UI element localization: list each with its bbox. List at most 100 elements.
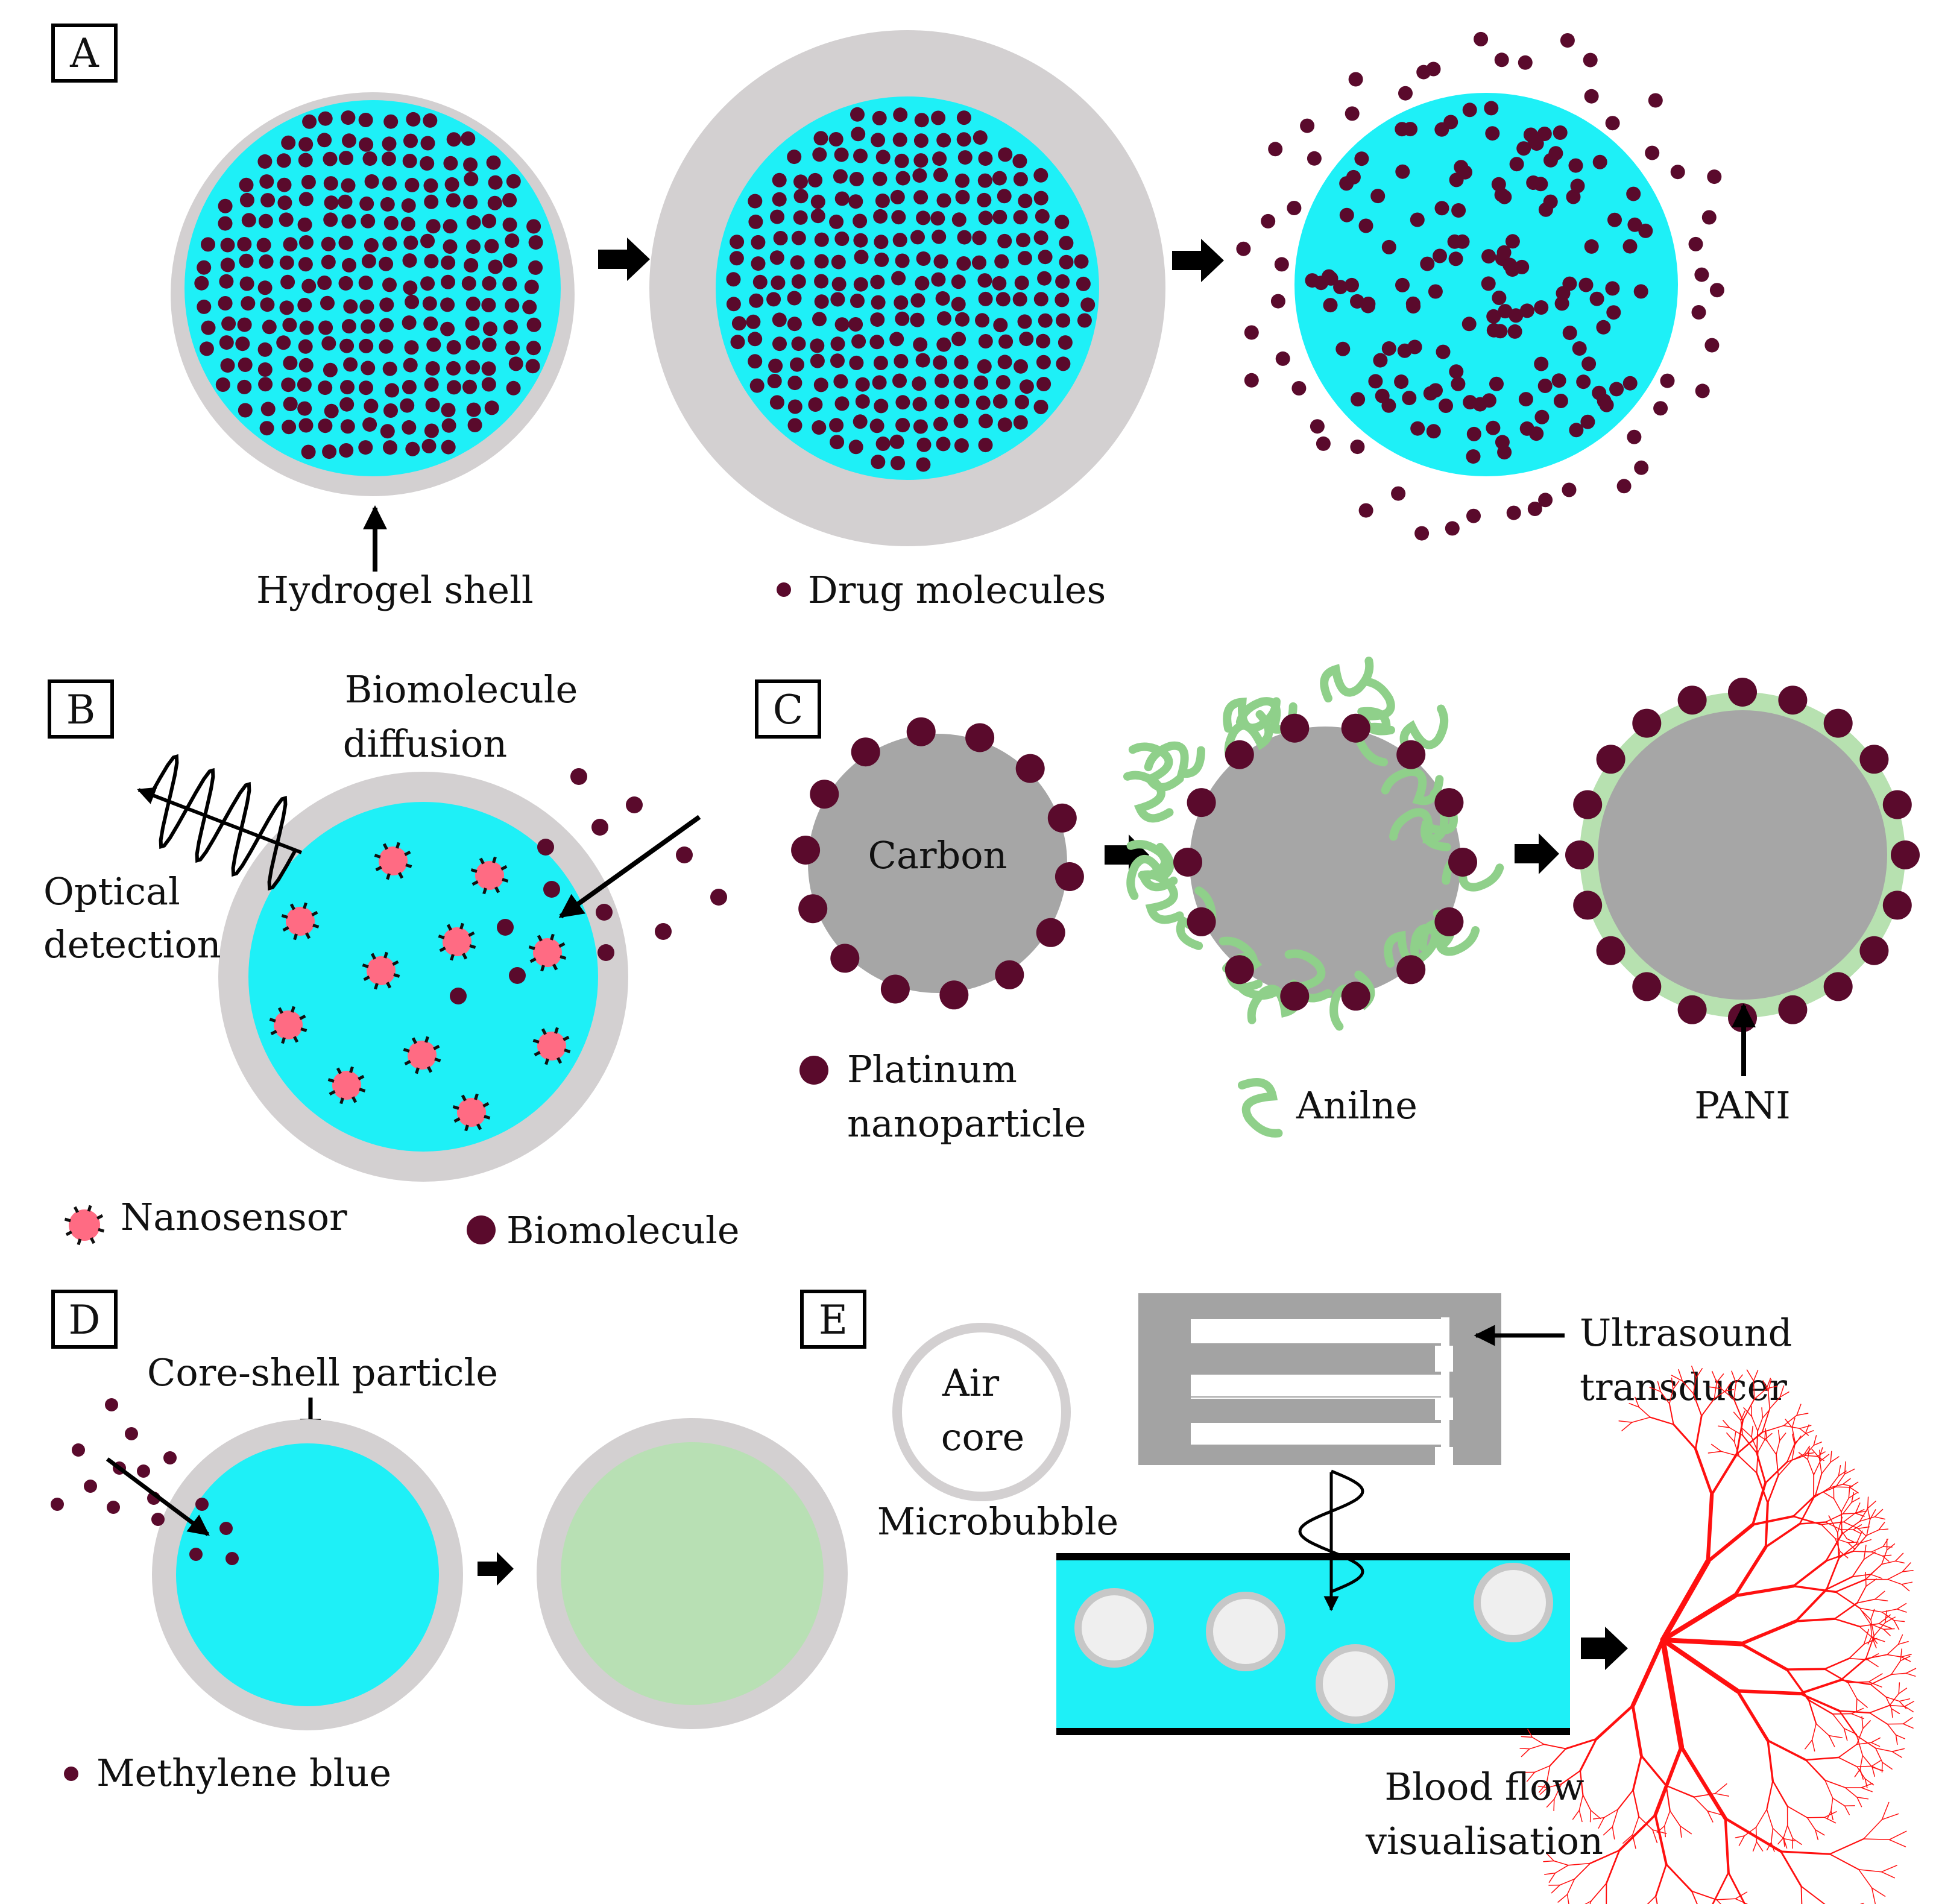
biomolecule	[497, 919, 514, 936]
drug-molecule	[1012, 154, 1027, 169]
drug-molecule	[1556, 286, 1571, 301]
vessel-branch	[1796, 1404, 1802, 1416]
drug-molecule	[726, 297, 741, 312]
vessel-branch	[1865, 1578, 1877, 1587]
drug-molecule	[1395, 164, 1410, 179]
vessel-branch	[1837, 1516, 1843, 1533]
vessel-branch	[1621, 1422, 1633, 1431]
vessel-branch	[1807, 1459, 1814, 1476]
released-drug-molecule	[1445, 521, 1460, 536]
drug-molecule	[237, 379, 252, 394]
aniline-monomer	[1381, 767, 1444, 805]
sensor-receptor	[386, 873, 391, 880]
sensor-receptor	[564, 1048, 571, 1053]
sensor-receptor	[479, 857, 485, 865]
sensor-receptor	[374, 854, 381, 859]
vessel-branch	[1805, 1756, 1840, 1761]
vessel-branch	[1757, 1439, 1765, 1452]
drug-molecule	[423, 316, 438, 331]
released-drug-molecule	[1560, 33, 1575, 48]
vessel-branch	[1735, 1891, 1748, 1900]
vessel-branch	[1893, 1619, 1900, 1630]
drug-molecule	[443, 239, 458, 254]
vessel-branch	[1709, 1386, 1722, 1390]
vessel-branch	[1884, 1616, 1896, 1624]
vessel-branch	[1805, 1424, 1809, 1434]
vessel-branch	[1679, 1745, 1727, 1821]
platinum-nanoparticle	[798, 894, 828, 924]
vessel-branch	[1724, 1382, 1732, 1392]
drug-molecule	[359, 196, 374, 211]
vessel-branch	[1856, 1735, 1876, 1749]
vessel-branch	[1851, 1497, 1861, 1503]
vessel-branch	[1632, 1789, 1640, 1817]
vessel-branch	[1716, 1899, 1721, 1904]
vessel-branch	[1815, 1486, 1837, 1496]
vessel-branch	[1887, 1578, 1902, 1585]
sensor-receptor	[362, 963, 369, 968]
drug-molecule	[730, 235, 745, 250]
drug-molecule	[1335, 341, 1351, 356]
vessel-branch	[1543, 1744, 1566, 1750]
vessel-branch	[1871, 1760, 1882, 1767]
drug-molecule	[277, 195, 292, 210]
sensor-receptor	[471, 880, 479, 886]
biomolecule	[450, 988, 467, 1004]
vessel-branch	[1767, 1391, 1770, 1410]
drug-molecule	[280, 274, 295, 289]
vessel-branch	[1869, 1509, 1876, 1520]
vessel-branch	[1612, 1809, 1619, 1827]
drug-molecule	[1496, 245, 1512, 260]
platinum-nanoparticle	[1036, 918, 1065, 947]
platinum-nanoparticle	[1280, 713, 1310, 743]
drug-molecule	[1507, 324, 1522, 339]
vessel-branch	[1649, 1387, 1661, 1392]
blood-flow-label-line1: Blood flow	[1384, 1765, 1584, 1809]
drug-molecule	[875, 150, 891, 165]
drug-molecule	[402, 154, 417, 168]
released-drug-molecule	[1291, 381, 1307, 396]
vessel-branch	[1632, 1834, 1636, 1849]
vessel-branch	[1668, 1403, 1674, 1425]
vessel-branch	[1871, 1887, 1876, 1904]
drug-molecule	[1572, 341, 1587, 356]
drug-molecule	[1534, 356, 1549, 371]
vessel-branch	[1590, 1809, 1601, 1820]
vessel-branch	[1862, 1720, 1871, 1729]
vessel-branch	[1825, 1550, 1854, 1562]
vessel-branch	[1891, 1751, 1902, 1758]
drug-molecule	[237, 317, 252, 332]
drug-molecule	[951, 274, 966, 289]
vessel-branch	[1862, 1610, 1871, 1621]
vessel-branch	[1825, 1533, 1843, 1562]
drug-molecule	[1375, 388, 1390, 403]
drug-molecule	[239, 276, 254, 291]
drug-molecule	[259, 174, 274, 189]
drug-molecule	[506, 174, 521, 189]
drug-molecule	[1033, 292, 1048, 307]
sensor-receptor	[434, 1058, 441, 1062]
drug-molecule	[1037, 271, 1052, 286]
vessel-branch	[1856, 1735, 1864, 1756]
vessel-branch	[1736, 1689, 1802, 1695]
panel-d-letter: D	[69, 1297, 101, 1343]
vessel-branch	[1875, 1598, 1888, 1601]
drug-molecule	[997, 189, 1012, 204]
released-drug-molecule	[1268, 142, 1283, 157]
drug-molecule	[814, 294, 829, 309]
drug-molecule	[1395, 122, 1410, 137]
drug-molecule	[339, 397, 355, 412]
vessel-branch	[1786, 1442, 1796, 1463]
sensor-receptor	[405, 863, 412, 868]
drug-molecule	[1498, 304, 1513, 319]
nanosensor-legend-icon	[64, 1205, 105, 1246]
sensor-receptor	[96, 1214, 104, 1220]
drug-molecule	[751, 256, 766, 271]
drug-molecule	[237, 237, 252, 251]
vessel-branch	[1824, 1779, 1834, 1799]
vessel-branch	[1897, 1634, 1903, 1645]
drug-molecule	[748, 194, 763, 209]
vessel-branch	[1753, 1380, 1755, 1400]
platinum-nanoparticle	[1448, 848, 1477, 877]
